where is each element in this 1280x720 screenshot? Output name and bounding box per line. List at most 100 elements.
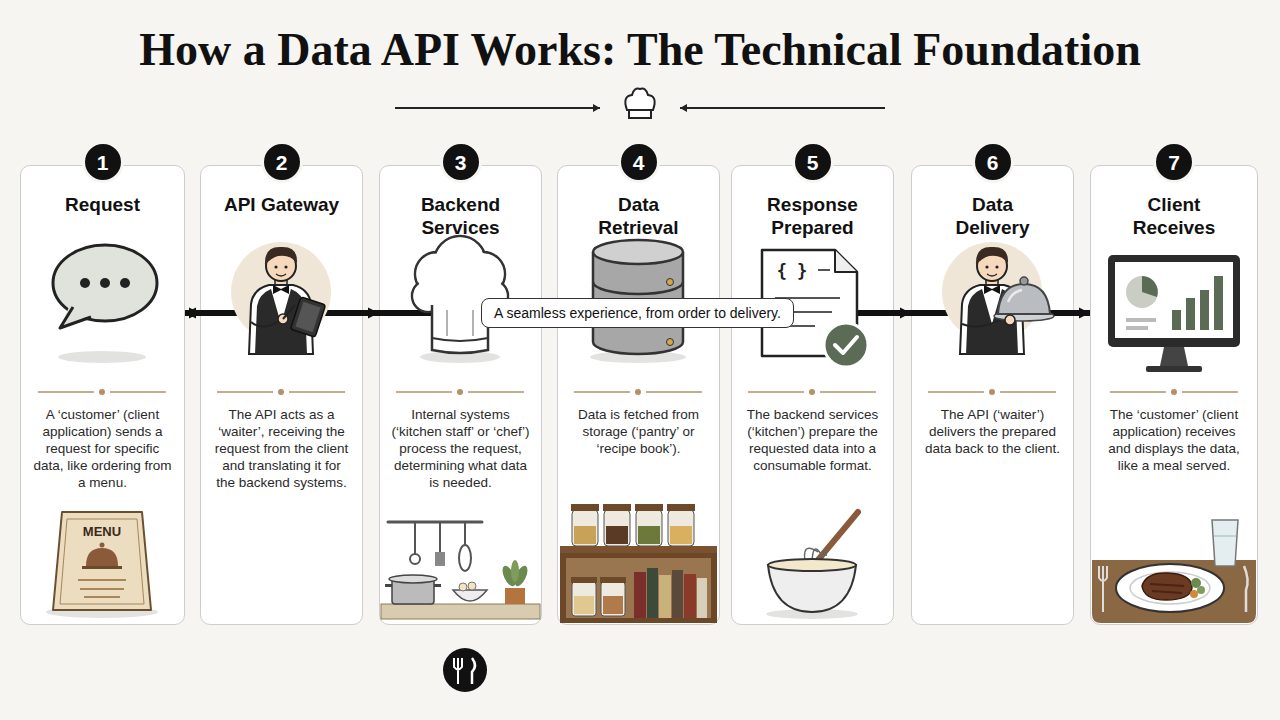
edge-label-box: A seamless experience, from order to del… <box>481 298 794 328</box>
kitchen-scene-part <box>385 584 392 587</box>
title-ornament-part <box>625 89 654 110</box>
kitchen-scene-part <box>459 583 467 591</box>
pantry-shelf-part <box>566 558 711 618</box>
waiter-with-tablet-part <box>283 305 295 319</box>
chef-hat-icon-part <box>432 305 488 353</box>
pantry-shelf-part <box>659 575 671 618</box>
served-meal-part <box>1142 573 1192 600</box>
document-icon-part <box>835 250 857 272</box>
served-meal-part <box>1130 572 1210 604</box>
database-icon-part <box>667 339 674 346</box>
waiter-with-tablet <box>231 242 331 354</box>
cutlery-badge-part <box>472 658 475 684</box>
step-description: The backend services (‘kitchen’) prepare… <box>743 406 883 474</box>
illustration-layer-part <box>396 389 524 395</box>
step-number-badge: 5 <box>792 141 834 183</box>
waiter-with-tablet-part <box>290 297 325 337</box>
step-heading: Response Prepared <box>758 193 868 239</box>
monitor-icon-part <box>1126 326 1148 330</box>
waiter-with-cloche-part <box>1020 277 1028 285</box>
pantry-shelf-part <box>572 582 596 616</box>
step-panel: Data DeliveryThe API (‘waiter’) delivers… <box>911 165 1074 625</box>
step-heading: Data Retrieval <box>584 193 694 239</box>
step-number-badge: 1 <box>82 141 124 183</box>
kitchen-scene-part <box>464 522 466 545</box>
illustration-label: MENU <box>83 524 121 539</box>
monitor-icon-part <box>1115 262 1233 338</box>
illustration-label-holder: { } <box>777 261 808 281</box>
menu-card-part <box>80 588 124 590</box>
served-meal-part <box>1190 590 1198 598</box>
waiter-with-cloche <box>942 242 1054 354</box>
illustration-layer-part <box>928 389 1056 395</box>
title-ornament <box>395 89 885 118</box>
served-meal-part <box>1197 586 1205 594</box>
pantry-shelf-part <box>601 582 625 616</box>
kitchen-scene-part <box>414 522 416 554</box>
pantry-shelf-part <box>604 510 630 546</box>
monitor-icon-part <box>1146 366 1202 372</box>
waiter-with-cloche-part <box>998 284 1050 314</box>
step-description: Internal systems (‘kitchen staff’ or ‘ch… <box>391 406 531 491</box>
served-meal-part <box>1244 566 1248 612</box>
menu-card-part <box>84 596 120 598</box>
pantry-shelf-part <box>668 510 694 546</box>
database-icon-part <box>667 279 674 286</box>
illustration-layer-part <box>574 389 702 395</box>
mixing-bowl <box>766 512 858 619</box>
illustration-label-holder: MENU <box>83 522 121 540</box>
kitchen-scene-part <box>435 552 445 566</box>
pantry-shelf-part <box>574 596 594 614</box>
speech-bubble-icon-part <box>100 278 110 288</box>
kitchen-scene <box>381 522 540 619</box>
served-meal-part <box>1092 560 1256 623</box>
chef-hat-icon-part <box>432 338 488 341</box>
step-number: 1 <box>97 152 109 173</box>
served-meal-part <box>1150 584 1184 593</box>
pantry-shelf-part <box>638 526 660 544</box>
step-panel: API GatewayThe API acts as a ‘waiter’, r… <box>200 165 363 625</box>
flow-arrow <box>185 310 189 316</box>
kitchen-scene-part <box>389 575 437 583</box>
pantry-shelf-part <box>670 526 692 544</box>
illustration-layer-part <box>1110 389 1238 395</box>
step-number-badge: 3 <box>440 141 482 183</box>
step-number-badge: 7 <box>1153 141 1195 183</box>
step-number: 5 <box>807 152 819 173</box>
speech-bubble-icon-part <box>60 307 91 328</box>
step-heading: API Gateway <box>207 193 357 216</box>
monitor-icon-part <box>1142 276 1158 297</box>
step-description: The ‘customer’ (client application) rece… <box>1104 406 1244 474</box>
database-icon-part <box>593 240 683 264</box>
document-icon-part <box>824 323 868 367</box>
step-description: Data is fetched from storage (‘pantry’ o… <box>569 406 709 457</box>
monitor-icon-part <box>1108 255 1240 347</box>
step-number: 4 <box>633 152 645 173</box>
step-description: The API acts as a ‘waiter’, receiving th… <box>212 406 352 491</box>
served-meal-part <box>1212 520 1238 566</box>
pantry-shelf-part <box>672 570 683 618</box>
waiter-with-tablet-part <box>295 302 320 332</box>
menu-card-part <box>82 566 122 569</box>
menu-card <box>46 512 158 618</box>
monitor-icon-part <box>1160 347 1188 366</box>
pantry-shelf-part <box>606 526 628 544</box>
waiter-with-cloche-part <box>1008 290 1022 302</box>
pantry-shelf-part <box>571 504 599 511</box>
step-heading: Client Receives <box>1119 193 1229 239</box>
illustration-layer-part <box>38 389 166 395</box>
step-number: 7 <box>1168 152 1180 173</box>
illustration-label: { } <box>777 261 808 281</box>
mixing-bowl-part <box>768 565 856 612</box>
pantry-shelf-part <box>647 568 658 618</box>
kitchen-scene-part <box>511 560 519 582</box>
pantry-shelf-part <box>684 574 696 618</box>
pantry-shelf-part <box>697 578 707 618</box>
title-ornament-part <box>629 110 651 118</box>
served-meal-part <box>1099 566 1107 612</box>
pantry-shelf-part <box>667 504 695 511</box>
cutlery-badge <box>443 648 487 692</box>
step-number: 2 <box>276 152 288 173</box>
kitchen-scene-part <box>381 604 540 619</box>
